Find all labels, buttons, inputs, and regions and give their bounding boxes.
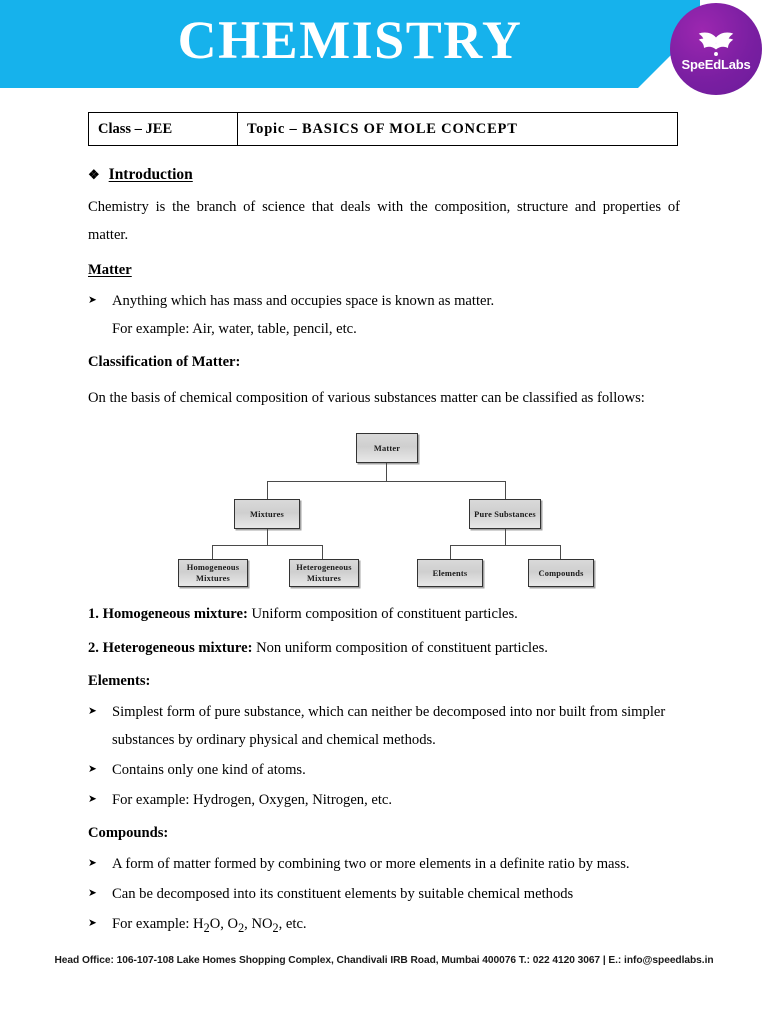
diagram-node-heterogeneous-mixtures: Heterogeneous Mixtures: [289, 559, 359, 587]
diagram-edge: [450, 545, 452, 560]
heterogeneous-number: 2.: [88, 640, 99, 656]
header-banner: [0, 0, 700, 88]
diagram-edge: [560, 545, 562, 560]
introduction-paragraph: Chemistry is the branch of science that …: [88, 199, 680, 243]
book-icon: [698, 32, 734, 56]
list-item-text-line2: simpler substances by ordinary physical …: [112, 704, 666, 748]
elements-heading: Elements:: [88, 673, 151, 689]
list-item: A form of matter formed by combining two…: [88, 850, 680, 878]
diagram-node-matter: Matter: [356, 433, 418, 463]
list-item-formula-example: For example: H2O, O2, NO2, etc.: [88, 910, 680, 942]
diagram-edge: [267, 481, 506, 483]
diagram-node-homogeneous-mixtures: Homogeneous Mixtures: [178, 559, 248, 587]
diagram-node-compounds: Compounds: [528, 559, 594, 587]
elements-list: Simplest form of pure substance, which c…: [88, 698, 680, 814]
formula-subscript: 2: [238, 920, 245, 935]
heterogeneous-definition: Non uniform composition of constituent p…: [256, 640, 548, 656]
formula-mid: O, O: [209, 916, 239, 932]
classification-heading: Classification of Matter:: [88, 354, 241, 370]
diagram-edge: [212, 545, 323, 547]
diagram-edge: [322, 545, 324, 560]
diagram-edge: [212, 545, 214, 560]
list-item: Can be decomposed into its constituent e…: [88, 880, 680, 908]
compounds-heading: Compounds:: [88, 825, 169, 841]
heterogeneous-definition-line: 2. Heterogeneous mixture: Non uniform co…: [88, 634, 680, 662]
page-title: CHEMISTRY: [177, 10, 523, 70]
page-header: CHEMISTRY SpeEdLabs: [0, 0, 768, 96]
document-body: Class – JEE Topic – BASICS OF MOLE CONCE…: [0, 112, 768, 942]
homogeneous-term: Homogeneous mixture:: [102, 606, 248, 622]
heterogeneous-term: Heterogeneous mixture:: [102, 640, 253, 656]
list-item: For example: Hydrogen, Oxygen, Nitrogen,…: [88, 786, 680, 814]
list-item: Anything which has mass and occupies spa…: [88, 287, 680, 315]
classification-paragraph: On the basis of chemical composition of …: [88, 390, 645, 406]
class-cell: Class – JEE: [88, 112, 238, 146]
topic-cell: Topic – BASICS OF MOLE CONCEPT: [237, 112, 678, 146]
matter-example: For example: Air, water, table, pencil, …: [112, 321, 357, 337]
introduction-heading-label: Introduction: [108, 166, 193, 183]
list-item-text: Simplest form of pure substance, which c…: [112, 704, 618, 720]
matter-classification-diagram: Matter Mixtures Pure Substances Homogene…: [88, 426, 680, 594]
diagram-edge: [505, 529, 507, 546]
page-footer: Head Office: 106-107-108 Lake Homes Shop…: [54, 955, 714, 966]
formula-mid: , NO: [244, 916, 273, 932]
homogeneous-definition: Uniform composition of constituent parti…: [251, 606, 518, 622]
diagram-edge: [505, 481, 507, 499]
matter-heading: Matter: [88, 262, 132, 278]
table-row: Class – JEE Topic – BASICS OF MOLE CONCE…: [88, 112, 678, 146]
homogeneous-number: 1.: [88, 606, 99, 622]
homogeneous-definition-line: 1. Homogeneous mixture: Uniform composit…: [88, 600, 680, 628]
formula-prefix: For example: H: [112, 916, 204, 932]
matter-list: Anything which has mass and occupies spa…: [88, 287, 680, 315]
diagram-edge: [450, 545, 561, 547]
list-item: Simplest form of pure substance, which c…: [88, 698, 680, 754]
diagram-edge: [267, 529, 269, 546]
introduction-heading: ❖ Introduction: [88, 166, 680, 184]
list-item: Contains only one kind of atoms.: [88, 756, 680, 784]
formula-subscript: 2: [203, 920, 210, 935]
logo-label: SpeEdLabs: [681, 56, 751, 72]
speedlabs-logo: SpeEdLabs: [670, 3, 762, 95]
compounds-list: A form of matter formed by combining two…: [88, 850, 680, 942]
diamond-bullet-icon: ❖: [88, 167, 100, 182]
diagram-node-pure-substances: Pure Substances: [469, 499, 541, 529]
diagram-edge: [386, 463, 388, 482]
diagram-node-elements: Elements: [417, 559, 483, 587]
formula-tail: , etc.: [278, 916, 307, 932]
diagram-edge: [267, 481, 269, 499]
class-topic-table: Class – JEE Topic – BASICS OF MOLE CONCE…: [88, 112, 678, 146]
diagram-node-mixtures: Mixtures: [234, 499, 300, 529]
formula-subscript: 2: [272, 920, 279, 935]
